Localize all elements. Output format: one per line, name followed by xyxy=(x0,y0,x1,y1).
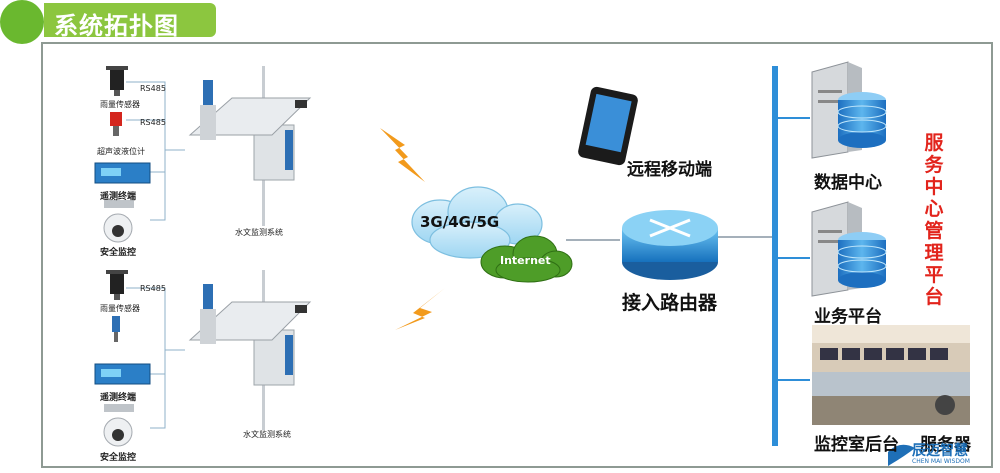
radar-sensor xyxy=(112,316,120,342)
camera-label-2: 安全监控 xyxy=(100,453,137,463)
router-label: 接入路由器 xyxy=(622,292,718,314)
monitor-room-label: 监控室后台 xyxy=(814,435,899,455)
terminal-label-2: 遥测终端 xyxy=(100,393,137,403)
rs485-label-1: RS485 xyxy=(140,84,166,93)
system-label-1: 水文监测系统 xyxy=(235,228,283,237)
monitoring-station-1 xyxy=(188,66,312,226)
lightning-bolt-lower-icon xyxy=(395,288,445,330)
header-circle xyxy=(0,0,44,44)
terminal-label-1: 遥测终端 xyxy=(100,192,137,202)
camera-label-1: 安全监控 xyxy=(100,248,137,258)
internet-cloud xyxy=(480,235,573,283)
lightning-bolt-upper-icon xyxy=(380,128,425,182)
rs485-label-2: RS485 xyxy=(140,118,166,127)
rain-sensor-label-2: 雨量传感器 xyxy=(100,304,140,313)
ultrasonic-sensor xyxy=(110,112,122,136)
telemetry-terminal-1 xyxy=(94,162,151,184)
router-icon xyxy=(622,210,718,280)
camera-2 xyxy=(103,404,134,447)
logo-text: 辰迈智慧 xyxy=(912,443,968,459)
camera-1 xyxy=(103,200,134,243)
mobile-label: 远程移动端 xyxy=(627,160,712,180)
business-platform-server-icon xyxy=(811,201,887,297)
station1-wiring xyxy=(126,81,185,221)
page-title: 系统拓扑图 xyxy=(54,12,179,40)
server-label: 服务器 xyxy=(920,435,971,455)
internet-label: Internet xyxy=(500,254,551,267)
diagram-frame xyxy=(41,42,993,468)
data-center-server-icon xyxy=(811,61,887,159)
rain-gauge-1 xyxy=(106,66,128,96)
data-center-label: 数据中心 xyxy=(814,173,882,193)
header-bar: 系统拓扑图 xyxy=(44,3,216,40)
control-room-image xyxy=(812,325,970,425)
station2-wiring xyxy=(126,287,185,429)
cloud-label: 3G/4G/5G xyxy=(420,213,500,231)
backbone-bus xyxy=(772,66,778,446)
rain-gauge-2 xyxy=(106,270,128,300)
logo-swoosh-icon xyxy=(888,444,915,466)
rain-sensor-label-1: 雨量传感器 xyxy=(100,100,140,109)
rs485-label-3: RS485 xyxy=(140,284,166,293)
business-platform-label: 业务平台 xyxy=(814,307,882,327)
mobile-phone-icon xyxy=(578,86,638,166)
service-platform-title: 服务中心管理平台 xyxy=(924,132,944,308)
monitoring-station-2 xyxy=(188,270,312,430)
system-label-2: 水文监测系统 xyxy=(243,430,291,439)
telemetry-terminal-2 xyxy=(94,363,151,385)
ultrasonic-label: 超声波液位计 xyxy=(97,147,145,156)
logo-subtext: CHEN MAI WISDOM xyxy=(912,458,970,465)
